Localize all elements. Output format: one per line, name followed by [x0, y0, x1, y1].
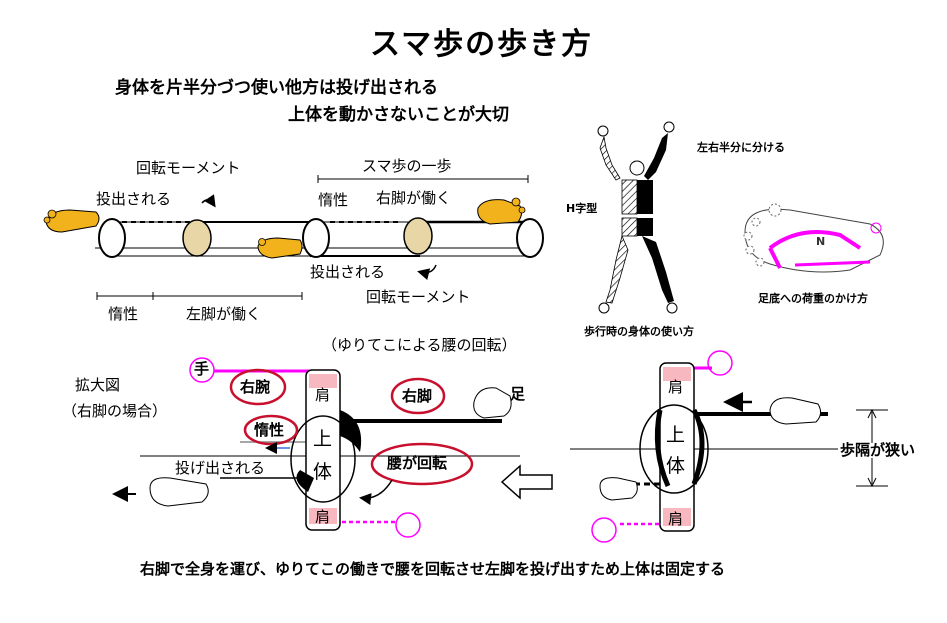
- footer-caption: 右脚で全身を運び、ゆりてこの働きで腰を回転させ左脚を投げ出すため上体は固定する: [140, 560, 726, 578]
- label-figure-caption: 歩行時の身体の使い方: [584, 325, 694, 338]
- label-left-leg-works: 左脚が働く: [186, 305, 262, 323]
- label-zoom-shoulder-top: 肩: [315, 386, 331, 404]
- label-rotation-moment-left: 回転モーメント: [136, 159, 241, 177]
- foot-icon-right-bottom: [599, 477, 638, 501]
- label-step-narrow: 歩隔が狭い: [838, 441, 918, 459]
- subtitle-line-2: 上体を動かさないことが大切: [288, 105, 509, 125]
- label-right-leg-works: 右脚が働く: [376, 189, 452, 207]
- label-zoom-body: 体: [313, 461, 333, 483]
- label-thrown-out-left: 投出される: [96, 190, 172, 208]
- label-h-type: H字型: [566, 202, 598, 215]
- foot-icon-zoom-right: [473, 387, 512, 419]
- label-sumaho-one-step: スマ歩の一歩: [362, 157, 452, 175]
- foot-icon-zoom-left: [149, 477, 209, 507]
- label-rotation-moment-right: 回転モーメント: [366, 288, 471, 306]
- label-split-halves: 左右半分に分ける: [697, 141, 785, 154]
- label-zoom-shoulder-bottom: 肩: [315, 508, 331, 526]
- label-right-body: 体: [666, 455, 686, 477]
- label-sole-n: N: [816, 235, 826, 248]
- label-zoom-inertia: 惰性: [254, 421, 285, 439]
- page-title: スマ歩の歩き方: [370, 27, 594, 62]
- foot-icon-right-top: [769, 397, 822, 425]
- label-zoom-upper: 上: [313, 428, 333, 450]
- label-inertia-top: 惰性: [318, 191, 349, 209]
- label-zoom-thrown-out: 投げ出される: [175, 459, 266, 477]
- foot-icon-right: [477, 197, 526, 225]
- stick-figure-illustration: [597, 121, 678, 314]
- label-inertia-bottom: 惰性: [108, 305, 139, 323]
- top-walking-diagram: [43, 175, 544, 300]
- zoom-diagram: [112, 357, 520, 538]
- label-right-arm: 右腕: [240, 378, 271, 396]
- label-hip-rotation: 腰が回転: [387, 454, 448, 472]
- label-middle-caption: （ゆりてこによる腰の回転）: [322, 336, 517, 354]
- label-right-upper: 上: [666, 424, 686, 446]
- label-zoom-foot: 足: [510, 385, 526, 403]
- label-thrown-out-mid: 投出される: [310, 263, 386, 281]
- label-hand: 手: [194, 360, 210, 378]
- right-diagram: [570, 350, 888, 543]
- label-right-shoulder-top: 肩: [668, 378, 684, 396]
- label-zoom-title: 拡大図: [75, 376, 121, 394]
- foot-icon-left: [43, 209, 100, 233]
- label-zoom-right-leg: 右脚: [402, 387, 433, 405]
- label-right-shoulder-bottom: 肩: [668, 510, 684, 528]
- label-sole-caption: 足底への荷重のかけ方: [758, 292, 868, 305]
- transition-arrow: [500, 464, 553, 500]
- foot-icon-middle: [257, 237, 303, 259]
- subtitle-line-1: 身体を片半分づつ使い他方は投げ出される: [115, 78, 438, 98]
- sole-load-diagram: [743, 203, 884, 273]
- label-zoom-case: （右脚の場合）: [62, 402, 168, 420]
